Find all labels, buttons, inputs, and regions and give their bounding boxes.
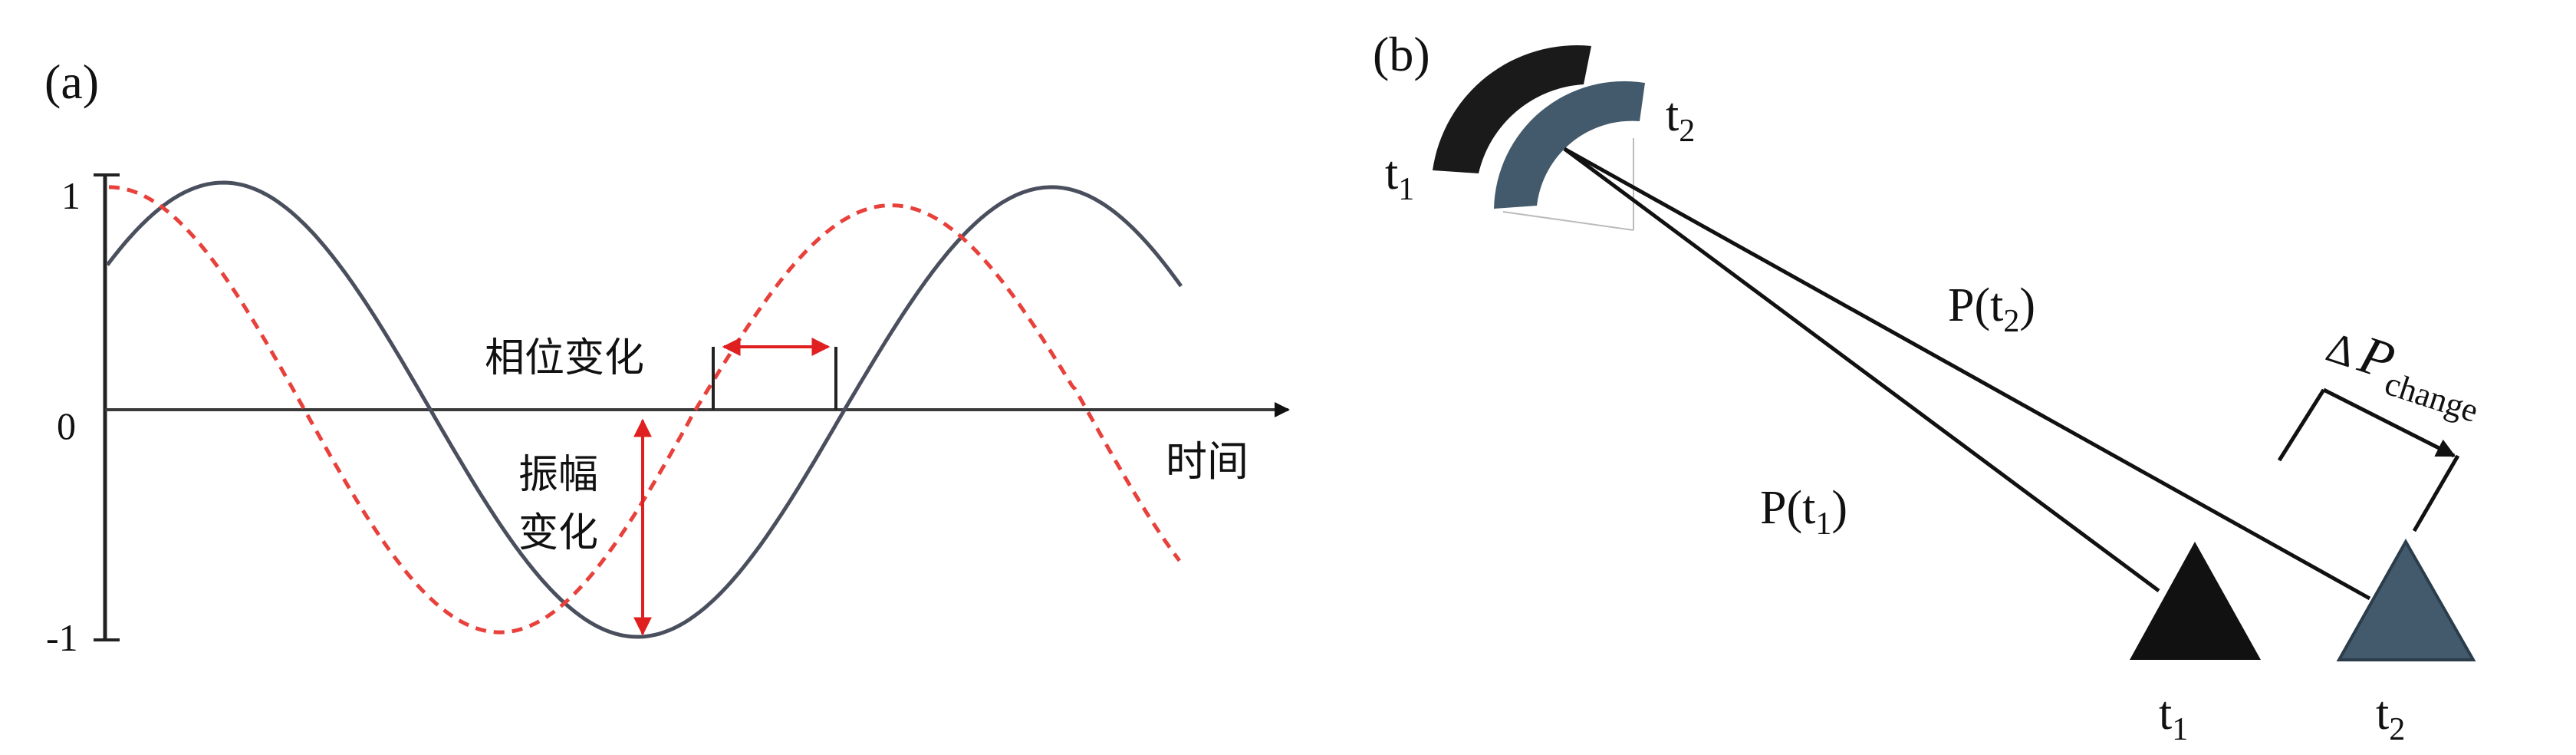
panel-b-label: (b): [1373, 27, 1430, 81]
antenna-t2-label: t2: [1666, 89, 1695, 149]
amplitude-change-label-line1: 振幅: [518, 452, 598, 498]
delta-p-change-label: ΔPchange: [2317, 315, 2492, 430]
delta-bracket-arrow: [2322, 387, 2456, 458]
path-t1-label: P(t1): [1760, 482, 1847, 542]
target-t1-triangle: [2130, 542, 2261, 660]
phase-change-label: 相位变化: [485, 335, 644, 381]
panel-b: (b) t1 t2 P(t1) P(t2) ΔP: [1373, 27, 2492, 747]
delta-bracket-right: [2412, 454, 2460, 532]
y-tick-label-bottom: -1: [46, 616, 78, 659]
delta-p-bracket: [2277, 387, 2460, 532]
target-t1-label: t1: [2159, 687, 2188, 747]
path-line-t1: [1563, 147, 2160, 593]
path-line-t2: [1563, 147, 2371, 601]
delta-bracket-left: [2277, 388, 2326, 462]
target-t2-triangle: [2336, 538, 2476, 661]
target-t2-label: t2: [2376, 687, 2405, 747]
antenna-t1-arc: [1433, 45, 1591, 174]
antenna-t1-label: t1: [1385, 147, 1414, 207]
beam-edge-line: [1502, 211, 1634, 231]
x-axis-label: 时间: [1166, 437, 1249, 486]
y-tick-label-zero: 0: [57, 404, 76, 447]
panel-a: (a) 1 0 -1 时间 相位变化 振幅 变化: [44, 54, 1290, 659]
antenna-t2-arc: [1494, 81, 1645, 209]
y-tick-label-top: 1: [61, 174, 81, 217]
path-t2-label: P(t2): [1948, 279, 2035, 339]
solid-wave-curve: [106, 180, 1183, 639]
amplitude-change-label-line2: 变化: [518, 510, 598, 556]
panel-a-label: (a): [44, 54, 99, 109]
